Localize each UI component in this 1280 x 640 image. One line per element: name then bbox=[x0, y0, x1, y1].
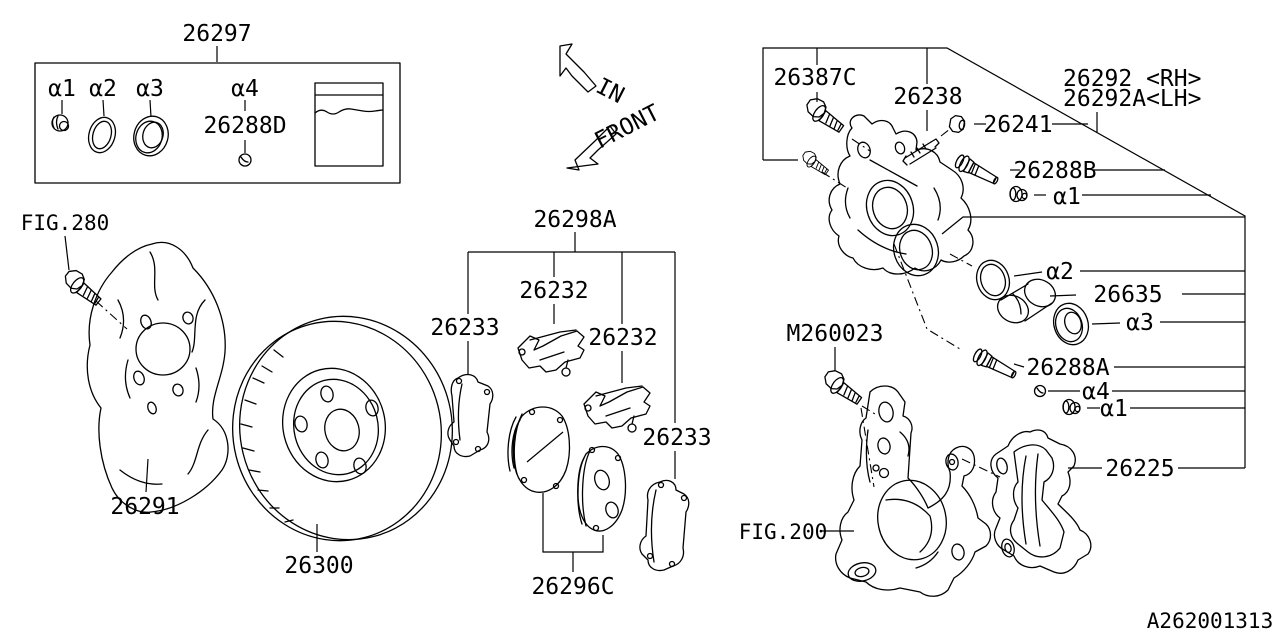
label-a1-upper: α1 bbox=[1053, 184, 1081, 210]
label-caliper-rh: 26292 <RH> bbox=[1063, 66, 1201, 92]
label-fig280: FIG.280 bbox=[21, 211, 110, 235]
label-cap-nut: 26241 bbox=[983, 112, 1052, 138]
pad-inner-drawing bbox=[507, 406, 571, 493]
splash-shield-drawing: 26291 bbox=[86, 241, 229, 520]
support-bracket-drawing bbox=[990, 429, 1092, 574]
front-arrow-icon bbox=[566, 125, 617, 171]
label-boot: α3 bbox=[1126, 310, 1154, 336]
label-shim-a: 26233 bbox=[430, 315, 499, 341]
label-rotor: 26300 bbox=[284, 553, 353, 579]
lower-pin-group: 26288A α4 α1 bbox=[893, 243, 1245, 422]
label-pin-upper: 26288B bbox=[1013, 158, 1096, 184]
seal-kit-group: 26297 α1 α2 α3 α4 26288D bbox=[34, 21, 401, 184]
label-kit-a1: α1 bbox=[48, 76, 76, 102]
label-fig200: FIG.200 bbox=[739, 520, 828, 544]
label-pad-kit: 26298A bbox=[533, 207, 616, 233]
a4-ball-drawing bbox=[1033, 384, 1047, 398]
label-seal-kit: 26297 bbox=[182, 21, 251, 47]
caliper-body-drawing bbox=[828, 114, 974, 277]
kit-seal-ring-drawing bbox=[87, 116, 117, 154]
pad-set-group: 26296C bbox=[531, 493, 615, 600]
label-a1-lower: α1 bbox=[1100, 396, 1128, 422]
kit-boot-ring-drawing bbox=[133, 115, 169, 157]
kit-grease-drop-drawing bbox=[238, 153, 252, 167]
pad-outer-drawing bbox=[577, 445, 627, 532]
label-kit-a3: α3 bbox=[136, 76, 164, 102]
drawing-code: A262001313 bbox=[1147, 609, 1273, 633]
label-clip-a: 26232 bbox=[519, 278, 588, 304]
label-grease: 26288D bbox=[203, 113, 286, 139]
label-shim-b: 26233 bbox=[642, 425, 711, 451]
rotor-drawing: 26300 bbox=[231, 315, 454, 579]
piston-drawing bbox=[996, 278, 1057, 324]
label-kit-a2: α2 bbox=[89, 76, 117, 102]
shim-left-drawing bbox=[447, 373, 494, 458]
kit-cap-drawing bbox=[51, 114, 70, 132]
label-caliper-lh: 26292A<LH> bbox=[1063, 86, 1201, 112]
clip-a-drawing bbox=[517, 329, 585, 377]
label-pin-lower: 26288A bbox=[1026, 355, 1109, 381]
pad-kit-group: 26298A 26233 26232 26232 26233 bbox=[430, 207, 712, 479]
label-bleeder: 26238 bbox=[893, 84, 962, 110]
caliper-callout-bracket: 26387C 26238 26241 26292 <RH> 26292A<LH>… bbox=[762, 47, 1246, 468]
label-knuckle-bolt: M260023 bbox=[787, 321, 884, 347]
label-pad-set: 26296C bbox=[531, 574, 614, 600]
label-support-bracket: 26225 bbox=[1105, 456, 1174, 482]
label-clip-b: 26232 bbox=[588, 325, 657, 351]
label-a4-ball: α4 bbox=[1082, 379, 1110, 405]
support-bracket-group: 26225 bbox=[990, 429, 1245, 574]
piston-group: α2 26635 α3 bbox=[949, 253, 1245, 346]
shim-right-drawing bbox=[639, 479, 690, 572]
in-arrow-icon bbox=[559, 43, 597, 93]
label-piston-seal: α2 bbox=[1046, 259, 1074, 285]
label-kit-a4: α4 bbox=[231, 76, 259, 102]
label-lock-bolt: 26387C bbox=[773, 65, 856, 91]
clip-b-drawing bbox=[583, 385, 651, 433]
knuckle-drawing bbox=[834, 385, 992, 597]
fig280-group: FIG.280 bbox=[21, 211, 128, 330]
knuckle-group: M260023 FIG.200 bbox=[739, 321, 1001, 597]
label-piston: 26635 bbox=[1093, 282, 1162, 308]
label-splash-shield: 26291 bbox=[110, 494, 179, 520]
kit-grease-pouch-drawing bbox=[314, 82, 384, 167]
